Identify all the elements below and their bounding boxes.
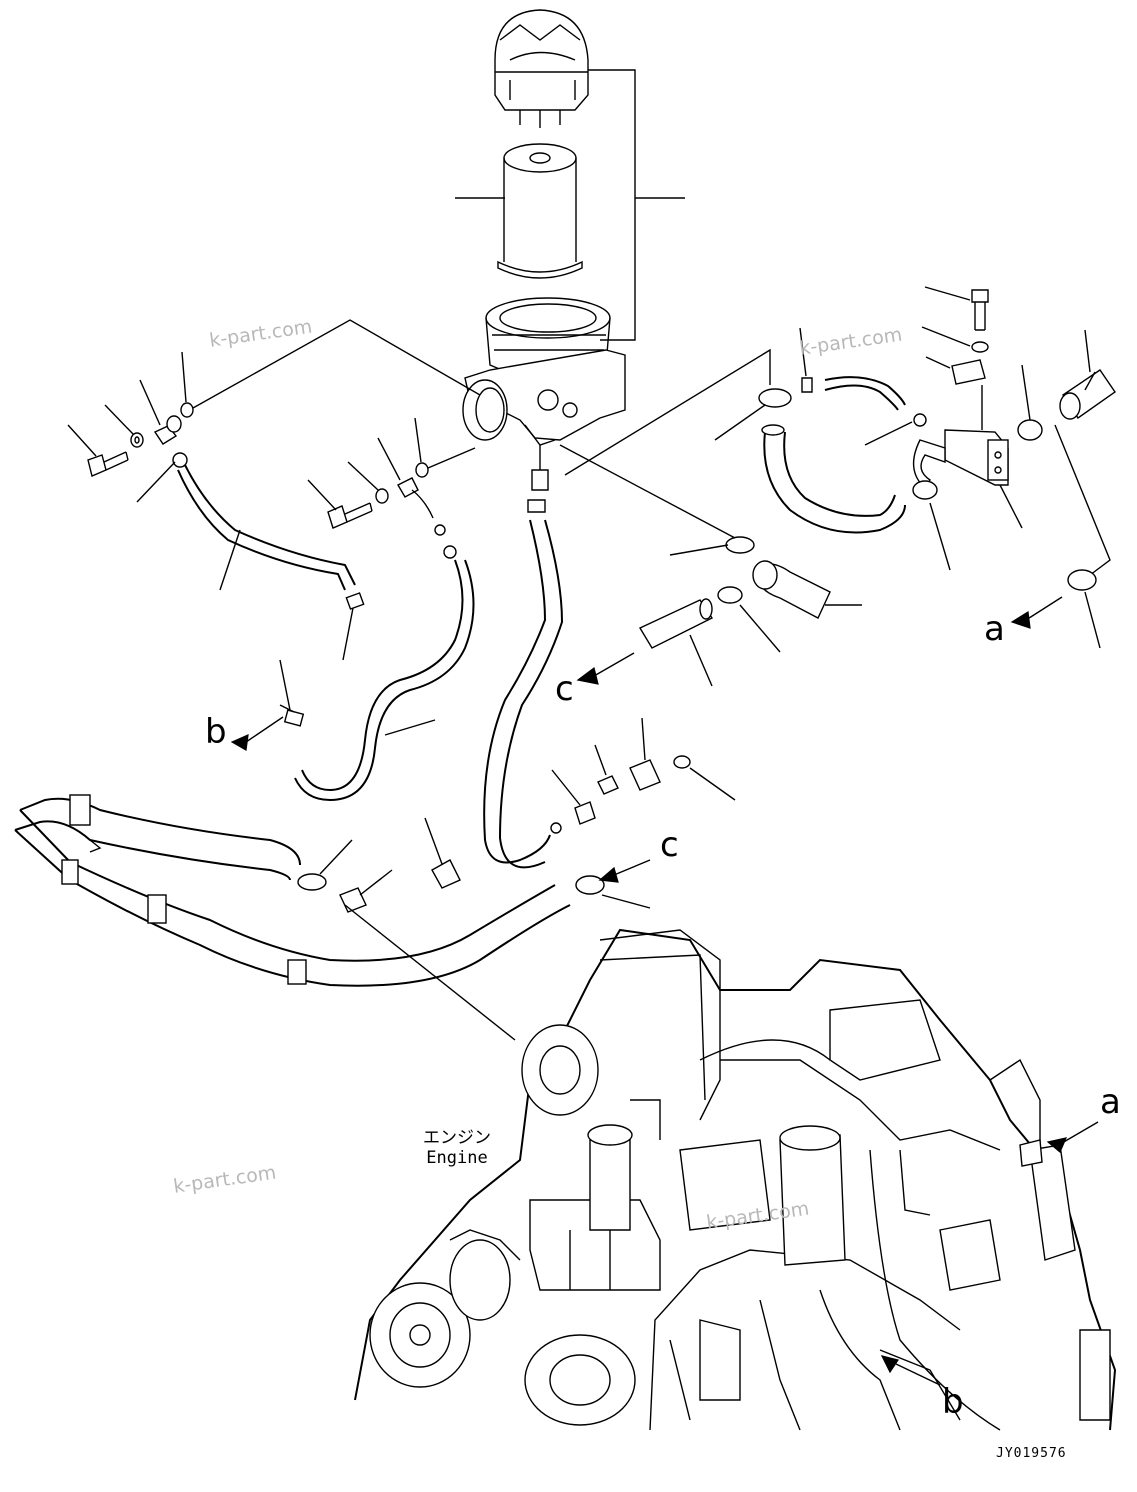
callout-a-upper: a — [984, 609, 1005, 649]
filter-cap — [494, 9, 589, 128]
tube-clamps — [297, 817, 651, 1041]
callout-c-left: c — [555, 669, 574, 709]
arrow-a-lower — [1046, 1137, 1068, 1153]
leader-b-lower — [895, 1363, 941, 1386]
middle-fasteners — [307, 417, 476, 559]
engine-label-jp: エンジン — [423, 1128, 491, 1148]
leader-c-right — [613, 859, 651, 876]
center-hose — [483, 499, 564, 869]
engine-drawing — [354, 928, 1117, 1431]
leader-b-upper — [245, 716, 284, 743]
engine-label: エンジン Engine — [412, 1128, 502, 1169]
right-clamps — [559, 444, 862, 687]
upper-right-hoses — [564, 327, 906, 534]
left-fasteners — [67, 319, 481, 477]
arrow-a-upper — [1010, 610, 1031, 629]
left-hose-assembly — [136, 452, 365, 661]
arrow-b-upper — [230, 734, 249, 751]
arrow-c-right — [598, 866, 619, 883]
leader-a-upper — [1025, 596, 1063, 621]
filter-element — [497, 143, 583, 279]
callout-b-upper: b — [205, 712, 227, 752]
callout-c-right: c — [660, 825, 679, 865]
filter-housing — [462, 297, 626, 491]
callout-b-lower: b — [942, 1382, 964, 1422]
arrow-c-left — [576, 666, 599, 685]
arrow-b-lower — [880, 1355, 899, 1374]
engine-label-en: Engine — [426, 1148, 488, 1169]
valve-assembly — [864, 286, 1116, 649]
filter-assembly-bracket — [588, 69, 636, 341]
drawing-code: JY019576 — [996, 1446, 1067, 1461]
callout-a-lower: a — [1100, 1082, 1121, 1122]
hose-to-b — [279, 559, 475, 802]
main-tube — [14, 794, 571, 987]
leader-c-left — [593, 652, 635, 677]
leader-a-lower — [1061, 1121, 1099, 1144]
middle-fittings — [550, 717, 736, 834]
